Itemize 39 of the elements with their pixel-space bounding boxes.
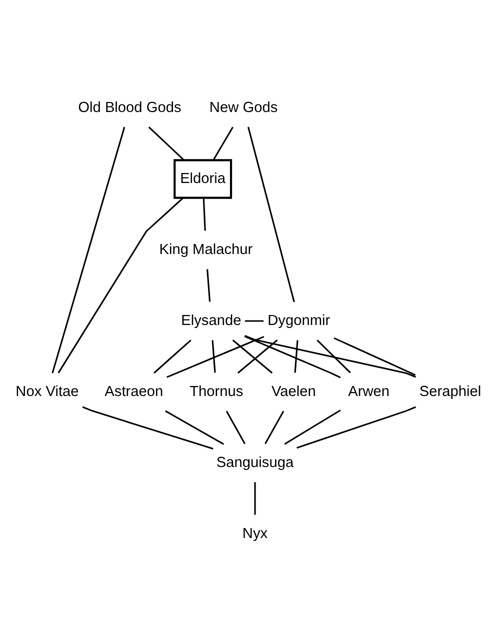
node-text: Old Blood Gods: [78, 100, 182, 116]
node-text: Vaelen: [271, 384, 316, 400]
connector: [166, 336, 264, 378]
node-text: Nyx: [242, 526, 268, 542]
connector: [296, 406, 416, 449]
connector: [248, 126, 295, 302]
node-text: Thornus: [190, 384, 244, 400]
node-text: Nox Vitae: [16, 384, 79, 400]
connector: [52, 126, 126, 374]
connector: [244, 334, 416, 378]
node-text: Seraphiel: [419, 384, 482, 400]
connector: [165, 410, 224, 445]
connector: [154, 340, 192, 374]
connector: [212, 340, 216, 373]
connector: [148, 126, 184, 160]
connector: [294, 340, 298, 373]
node-text: Elysande: [181, 312, 242, 329]
connector: [212, 126, 234, 160]
connector: [202, 198, 206, 231]
node-text: Dygonmir: [268, 312, 330, 329]
connector: [284, 410, 341, 445]
node-text: Arwen: [348, 384, 390, 400]
connector: [316, 340, 351, 374]
connector: [237, 340, 278, 374]
connector: [244, 336, 341, 378]
connector: [244, 320, 264, 322]
connector: [232, 340, 273, 374]
connector: [58, 197, 184, 374]
connector: [334, 337, 416, 376]
node-text: Astraeon: [104, 384, 164, 400]
node-text: New Gods: [209, 100, 278, 116]
connector: [82, 406, 214, 450]
connector: [254, 482, 256, 515]
connector: [206, 269, 211, 302]
node-box: Eldoria: [174, 159, 232, 199]
node-text: King Malachur: [159, 242, 253, 258]
node-text: Sanguisuga: [216, 454, 294, 471]
connector: [226, 410, 246, 444]
connector: [264, 410, 284, 444]
